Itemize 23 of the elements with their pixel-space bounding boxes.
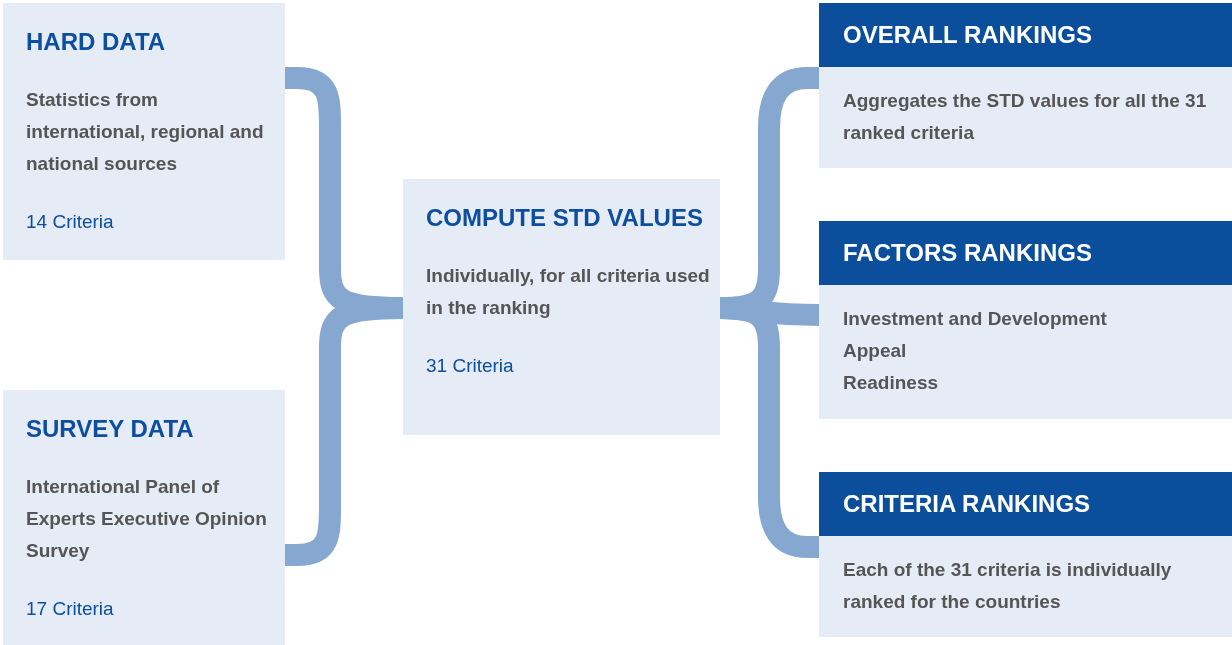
criteria-count: 17 Criteria	[26, 597, 115, 621]
card-description: Readiness	[843, 371, 940, 395]
card-description: International Panel of Experts Executive Opinion Survey	[26, 475, 268, 563]
criteria-count: 31 Criteria	[426, 354, 515, 378]
criteria-count: 14 Criteria	[26, 210, 115, 234]
card-description: Appeal	[843, 339, 908, 363]
info-card	[819, 472, 1232, 637]
card-description: Investment and Development	[843, 307, 1108, 331]
card-title: COMPUTE STD VALUES	[426, 203, 704, 233]
card-description: Each of the 31 criteria is individually ranked for the countries	[843, 558, 1173, 614]
card-header: FACTORS RANKINGS	[819, 221, 1232, 285]
card-title: HARD DATA	[26, 27, 167, 57]
card-header: OVERALL RANKINGS	[819, 3, 1232, 67]
info-card	[3, 3, 285, 260]
info-card	[819, 3, 1232, 168]
info-card	[819, 221, 1232, 419]
info-card	[403, 179, 720, 435]
card-title: SURVEY DATA	[26, 414, 195, 444]
card-description: Aggregates the STD values for all the 31 ranked criteria	[843, 89, 1208, 145]
card-description: Individually, for all criteria used in the ranking	[426, 264, 711, 320]
info-card	[3, 390, 285, 645]
card-header: CRITERIA RANKINGS	[819, 472, 1232, 536]
card-description: Statistics from international, regional and national sources	[26, 88, 265, 176]
